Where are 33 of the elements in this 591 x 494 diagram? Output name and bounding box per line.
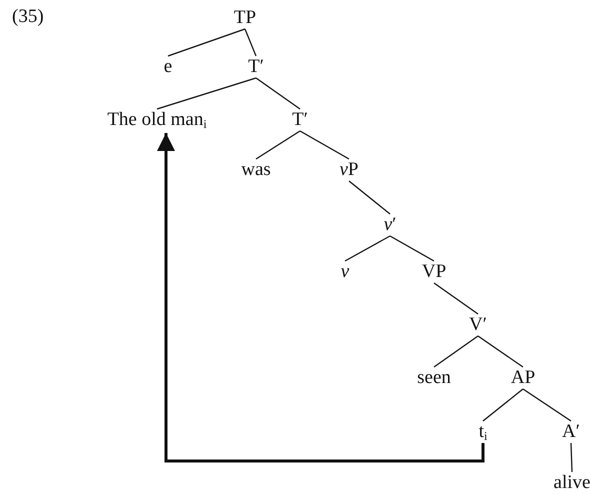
tree-node-label: V′ (469, 314, 487, 336)
tree-node-label: v (340, 261, 350, 283)
tree-node-label: AP (510, 367, 536, 389)
branch-line (434, 282, 478, 314)
branch-line (478, 336, 524, 368)
tree-node-label: vP (340, 159, 358, 181)
movement-arrow (157, 133, 484, 462)
tree-node-label: VP (422, 261, 446, 283)
tree-node-label: T′ (248, 56, 264, 78)
tree-node-label: t$_{i}$ (478, 421, 488, 443)
branch-line (244, 28, 257, 56)
tree-node-label: seen (417, 367, 451, 389)
branch-line (156, 77, 256, 110)
branch-line (522, 388, 572, 422)
tree-node-label: e (164, 56, 172, 78)
tree-node-label: The old man$_{i}$ (107, 109, 207, 131)
example-number: (35) (12, 6, 44, 28)
branch-line (300, 130, 350, 160)
branch-line (256, 78, 300, 110)
tree-node-label: T′ (292, 109, 308, 131)
tree-node-label: v′ (384, 214, 396, 236)
tree-node-label: A′ (562, 421, 580, 443)
branch-line (570, 442, 573, 472)
branch-line (344, 235, 390, 262)
tree-node-label: TP (234, 7, 256, 29)
branch-line (482, 388, 524, 422)
tree-node-label: was (241, 159, 271, 181)
tree-node-label: alive (554, 472, 590, 494)
branch-line (168, 28, 246, 57)
branch-line (348, 180, 390, 214)
branch-line (256, 130, 300, 160)
branch-line (434, 336, 478, 368)
branch-line (390, 235, 434, 262)
